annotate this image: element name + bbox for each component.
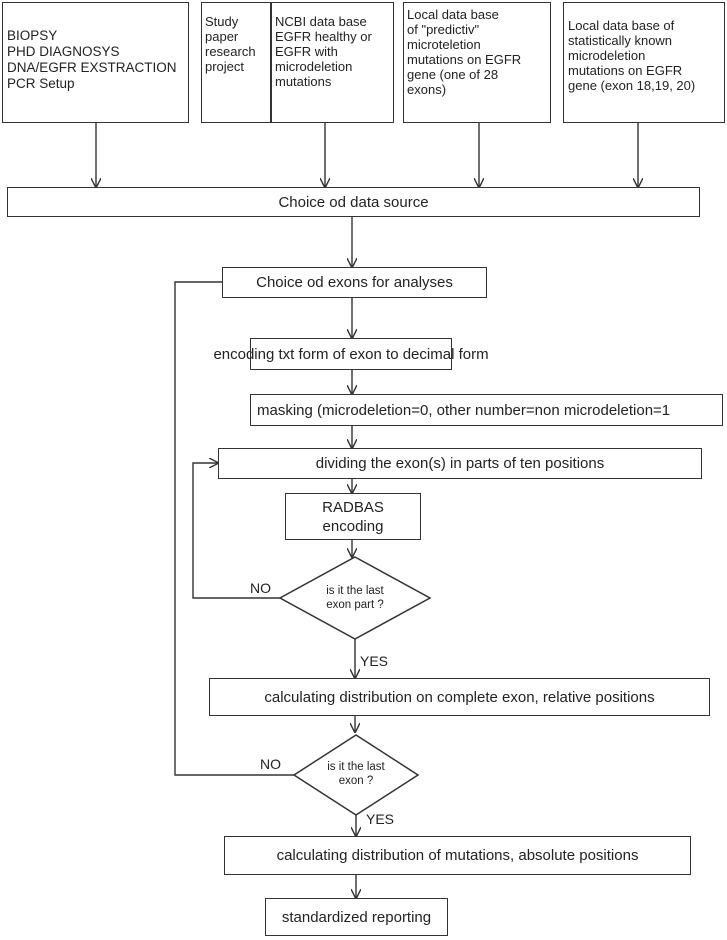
dividing-box: dividing the exon(s) in parts of ten pos… [218, 448, 702, 479]
label-yes-last-exon: YES [366, 811, 395, 827]
reporting-text: standardized reporting [281, 908, 432, 926]
radbas-text: RADBAS encoding [322, 498, 384, 535]
label-no-last-exon: NO [260, 756, 281, 772]
source-lab-box: BIOPSY PHD DIAGNOSYS DNA/EGFR EXSTRACTIO… [2, 2, 189, 123]
dividing-text: dividing the exon(s) in parts of ten pos… [315, 455, 605, 472]
encoding-box: encoding txt form of exon to decimal for… [213, 338, 489, 370]
decision-last-part-text: is it the last exon part ? [326, 585, 384, 611]
encoding-text: encoding txt form of exon to decimal for… [213, 345, 489, 363]
source-ncbi-text: NCBI data base EGFR healthy or EGFR with… [275, 14, 372, 89]
source-local-statistical-text: Local data base of statistically known m… [568, 18, 696, 93]
calc-absolute-box: calculating distribution of mutations, a… [224, 836, 691, 875]
source-study-text: Study paper research project [205, 14, 256, 74]
source-local-predictive-box: Local data base of "predictiv" microtele… [403, 2, 551, 123]
masking-text: masking (microdeletion=0, other number=n… [257, 401, 671, 419]
decision-last-exon-text: is it the last exon ? [327, 761, 385, 787]
calc-absolute-text: calculating distribution of mutations, a… [276, 847, 639, 864]
decision-last-part-diamond [278, 556, 432, 640]
source-study-divider [270, 2, 272, 123]
source-lab-text: BIOPSY PHD DIAGNOSYS DNA/EGFR EXSTRACTIO… [7, 28, 177, 91]
label-no-last-part: NO [250, 580, 271, 596]
masking-box: masking (microdeletion=0, other number=n… [250, 394, 723, 426]
choice-data-source-box: Choice od data source [7, 187, 700, 217]
loop-no-last-exon [174, 282, 294, 776]
reporting-box: standardized reporting [265, 898, 448, 936]
source-local-predictive-text: Local data base of "predictiv" microtele… [407, 7, 522, 97]
calc-relative-box: calculating distribution on complete exo… [209, 678, 710, 716]
source-local-statistical-box: Local data base of statistically known m… [563, 2, 725, 123]
loop-no-last-part [192, 463, 280, 599]
radbas-box: RADBAS encoding [285, 493, 421, 540]
source-study-ncbi-box [201, 2, 394, 123]
choice-data-source-text: Choice od data source [278, 193, 429, 211]
decision-last-exon-diamond [292, 734, 420, 816]
label-yes-last-part: YES [360, 653, 389, 669]
calc-relative-text: calculating distribution on complete exo… [264, 688, 655, 706]
choice-exons-text: Choice od exons for analyses [256, 274, 453, 291]
choice-exons-box: Choice od exons for analyses [222, 267, 487, 298]
